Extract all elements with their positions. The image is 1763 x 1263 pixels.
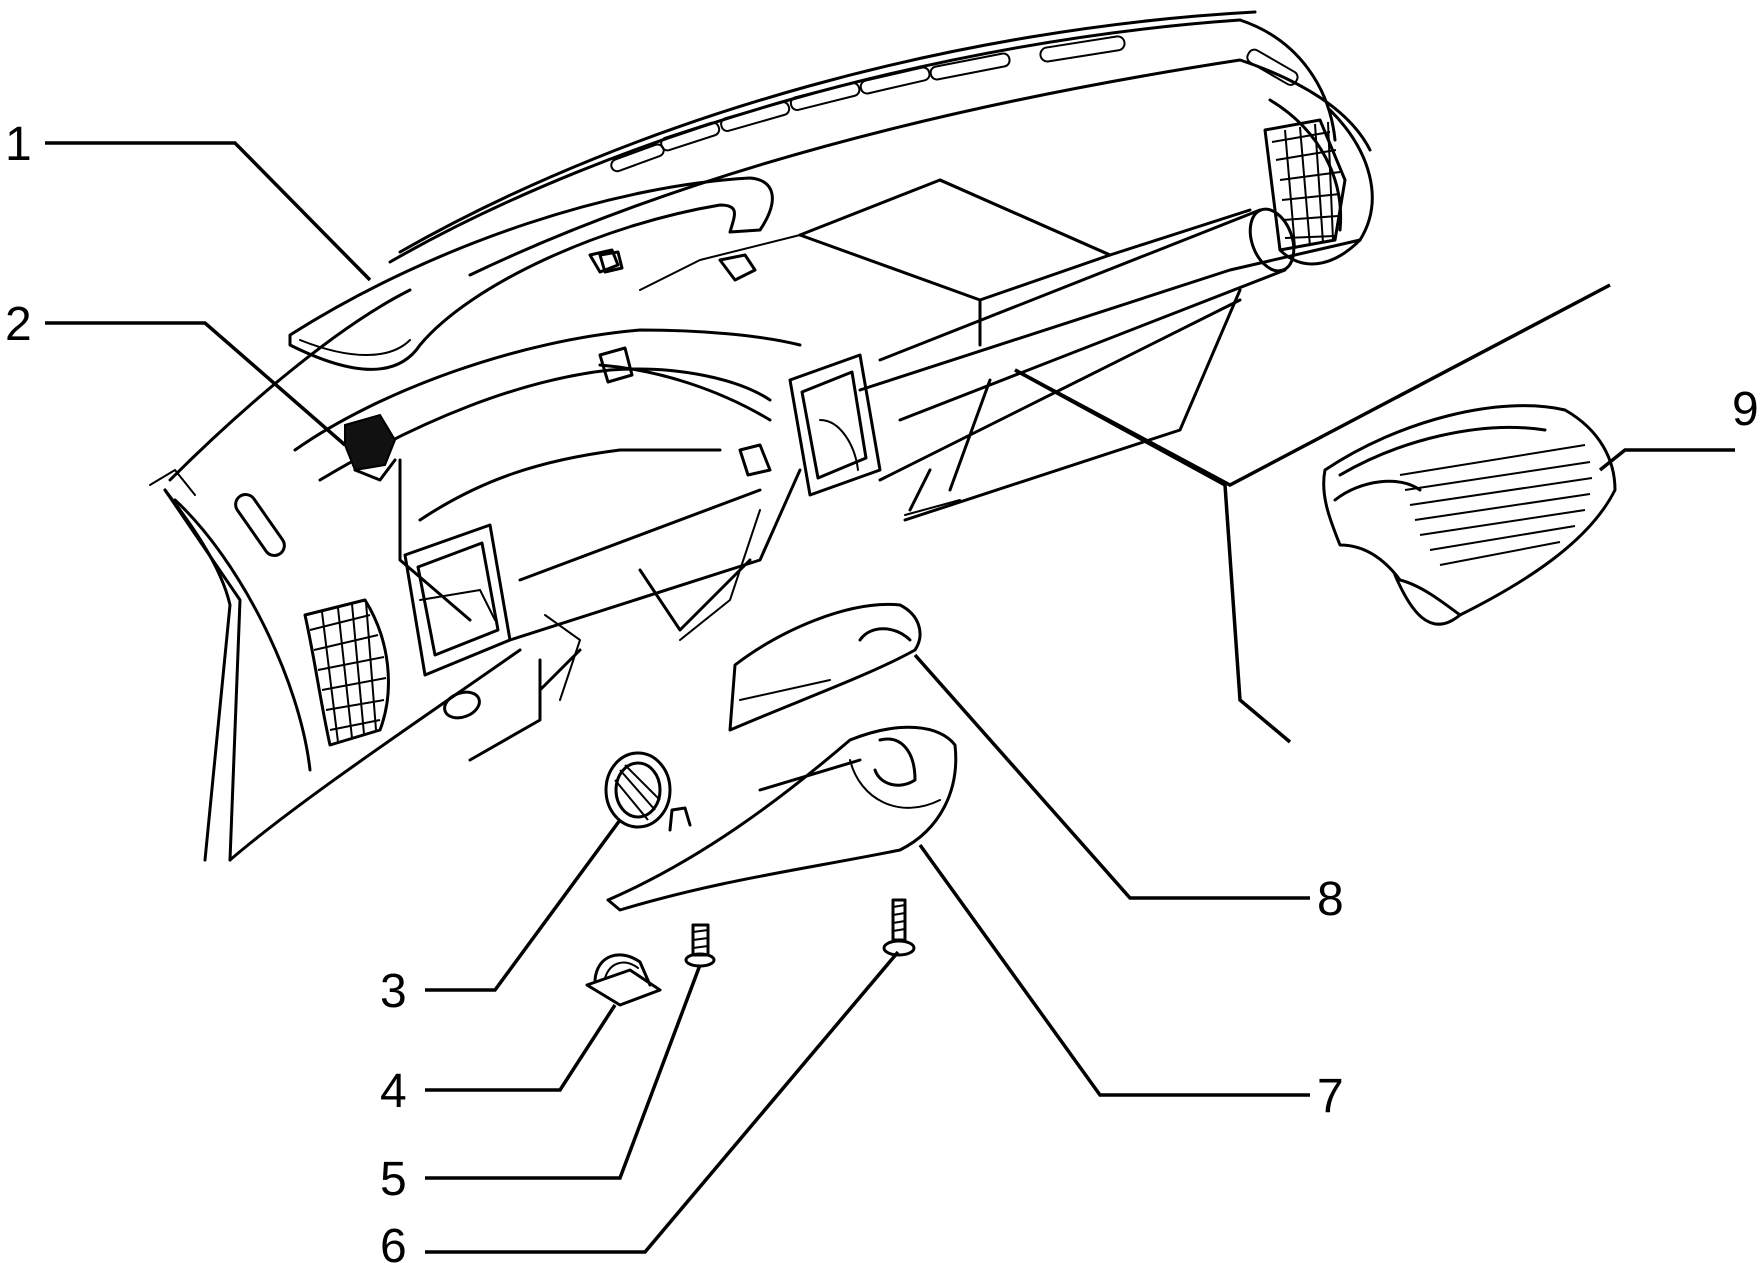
center-left-vent [403, 523, 512, 677]
leader-9 [1598, 448, 1735, 472]
part-4-grommet [585, 953, 662, 1007]
callout-7: 7 [1317, 1070, 1344, 1123]
leader-1 [45, 141, 372, 282]
callout-4: 4 [380, 1065, 407, 1118]
callout-numbers: 1 2 3 4 5 6 7 8 9 [5, 118, 1759, 1263]
callout-9: 9 [1732, 383, 1759, 436]
leader-2 [45, 321, 347, 447]
callout-2: 2 [5, 298, 32, 351]
callout-5: 5 [380, 1153, 407, 1206]
dashboard-assembly [149, 10, 1374, 862]
leader-8 [913, 653, 1310, 900]
callout-6: 6 [380, 1220, 407, 1263]
leader-4 [425, 1004, 617, 1092]
leader-dashboard-2 [1014, 368, 1292, 744]
callout-1: 1 [5, 118, 32, 171]
part-9-cover [1322, 404, 1617, 626]
leader-3 [425, 818, 622, 992]
leader-5 [425, 964, 702, 1180]
part-3-ring [604, 751, 672, 829]
callout-8: 8 [1317, 873, 1344, 926]
part-8-upper-shroud [728, 602, 922, 732]
callout-3: 3 [380, 965, 407, 1018]
part-1-cluster-hood [288, 176, 774, 371]
demister-vents [610, 35, 1299, 173]
part-7-lower-shroud [606, 725, 958, 912]
leader-lines [45, 141, 1735, 1254]
right-air-vent [1263, 118, 1347, 252]
part-6-screw [882, 898, 916, 957]
leader-7 [918, 843, 1310, 1097]
part-2-clip [344, 413, 397, 482]
left-air-vent [303, 598, 390, 747]
part-5-screw [684, 923, 716, 968]
leader-6 [425, 950, 900, 1254]
center-right-vent [788, 353, 882, 497]
